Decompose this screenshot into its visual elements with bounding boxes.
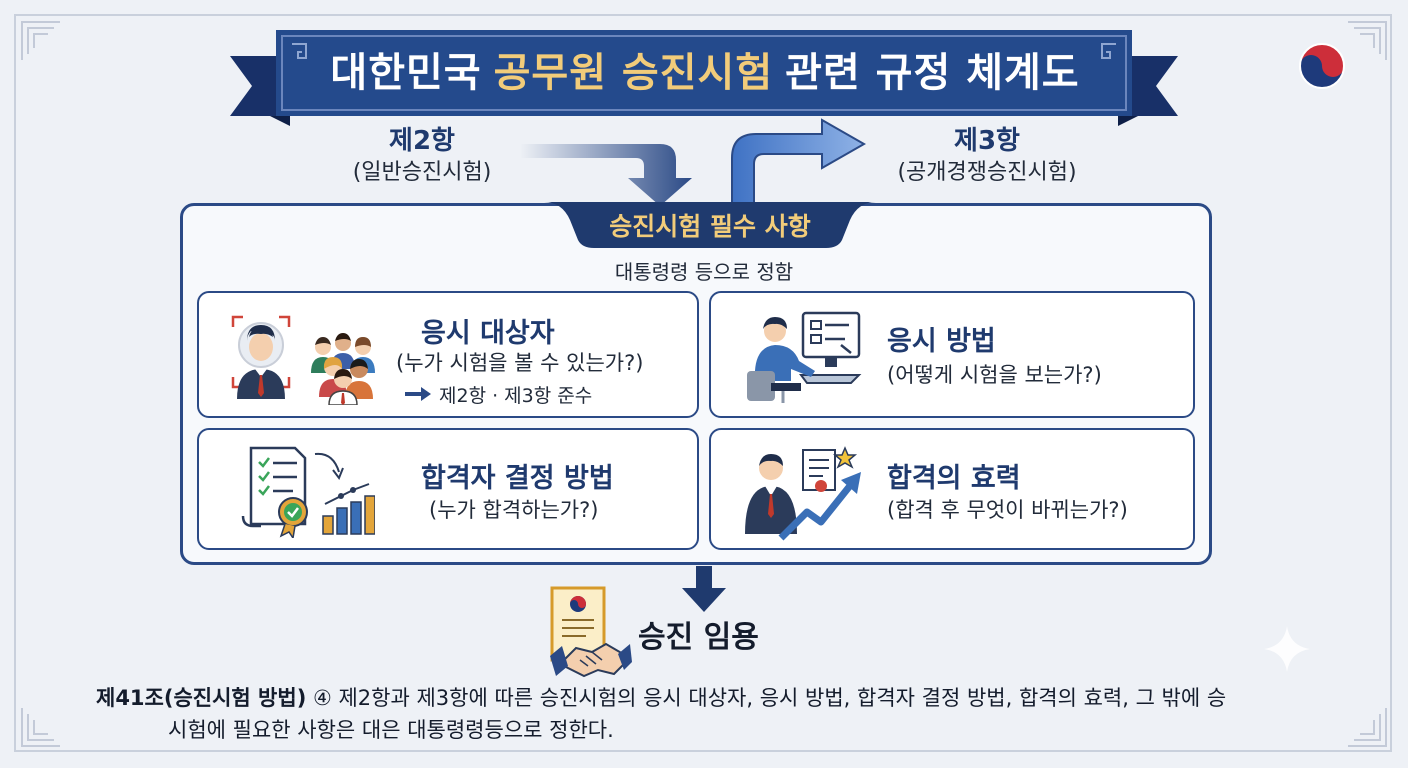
card-pass-effect-subtitle: (합격 후 무엇이 바뀌는가?) (887, 498, 1128, 522)
law-text: 제41조(승진시험 방법) ④ 제2항과 제3항에 따른 승진시험의 응시 대상… (96, 682, 1326, 746)
law-article-title: 제41조(승진시험 방법) (96, 686, 307, 710)
card-eligibility-note: 제2항 · 제3항 준수 (439, 385, 593, 407)
card-eligibility-subtitle: (누가 시험을 볼 수 있는가?) (396, 351, 644, 375)
title-part1: 대한민국 (330, 50, 482, 96)
card-method-title: 응시 방법 (887, 326, 996, 357)
requirements-tab (544, 202, 876, 248)
taegeuk-emblem-icon (1299, 43, 1345, 89)
section-2-subtitle: (일반승진시험) (352, 160, 492, 185)
people-icon (231, 315, 375, 405)
title-highlight: 공무원 승진시험 (493, 50, 774, 96)
card-eligibility-title: 응시 대상자 (421, 318, 555, 349)
arrow-right-icon (405, 387, 431, 401)
card-pass-decision-subtitle: (누가 합격하는가?) (429, 498, 599, 522)
corner-ornament-icon (21, 21, 60, 60)
growth-arrow-icon (745, 446, 861, 541)
checklist-chart-icon (241, 446, 375, 538)
corner-ornament-icon (1348, 21, 1387, 60)
corner-ornament-icon (21, 708, 60, 747)
card-eligibility: 응시 대상자 (누가 시험을 볼 수 있는가?) 제2항 · 제3항 준수 (197, 291, 699, 418)
section-2: 제2항 (일반승진시험) (330, 124, 514, 188)
page-frame (14, 14, 1392, 752)
section-3-title: 제3항 (954, 126, 1020, 156)
card-method-subtitle: (어떻게 시험을 보는가?) (887, 363, 1102, 387)
down-arrow-icon (682, 566, 726, 612)
handshake-certificate-icon (550, 586, 632, 678)
title-banner (230, 30, 1178, 126)
computer-exam-icon (747, 311, 862, 403)
requirements-tab-label: 승진시험 필수 사항 (609, 212, 811, 241)
section-3-subtitle: (공개경쟁승진시험) (897, 160, 1077, 185)
requirements-note: 대통령령 등으로 정함 (614, 260, 794, 284)
section-3: 제3항 (공개경쟁승진시험) (878, 124, 1096, 188)
law-text-line1: ④ 제2항과 제3항에 따른 승진시험의 응시 대상자, 응시 방법, 합격자 … (312, 686, 1227, 710)
result-label: 승진 임용 (638, 620, 759, 655)
flow-arrows-icon (520, 118, 867, 206)
law-text-line2: 시험에 필요한 사항은 대은 대통령령등으로 정한다. (168, 718, 614, 742)
title-part2: 관련 규정 체계도 (785, 50, 1080, 96)
sparkle-icon (1264, 626, 1310, 672)
card-pass-decision-title: 합격자 결정 방법 (421, 463, 614, 494)
card-method: 응시 방법 (어떻게 시험을 보는가?) (709, 291, 1195, 418)
page-title: 대한민국 공무원 승진시험 관련 규정 체계도 (290, 38, 1120, 100)
section-2-title: 제2항 (389, 126, 455, 156)
card-pass-effect: 합격의 효력 (합격 후 무엇이 바뀌는가?) (709, 428, 1195, 550)
corner-ornament-icon (1348, 708, 1387, 747)
card-pass-effect-title: 합격의 효력 (887, 463, 1021, 494)
card-pass-decision: 합격자 결정 방법 (누가 합격하는가?) (197, 428, 699, 550)
